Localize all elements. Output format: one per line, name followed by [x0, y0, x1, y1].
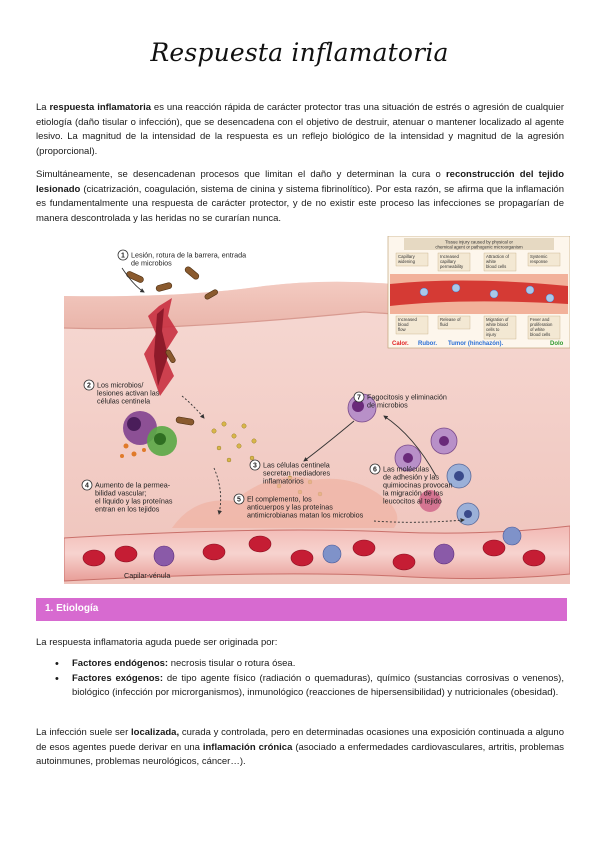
- step-number-circle: [117, 249, 129, 261]
- intro-paragraph-1: La respuesta inflamatoria es una reacció…: [36, 102, 564, 157]
- inset-label-text: response: [530, 259, 548, 264]
- step-number: 7: [357, 395, 361, 402]
- step-text: quimiocinas provocan: [383, 481, 453, 490]
- step-text: lesiones activan las: [97, 389, 160, 398]
- step-number-circle: [233, 493, 245, 505]
- step-number-circle: [249, 459, 261, 471]
- step-text: El complemento, los: [247, 495, 312, 504]
- inset-label-text: Attraction of: [486, 254, 510, 259]
- inset-label-text: blood cells: [530, 332, 550, 337]
- page-title: Respuesta inflamatoria: [150, 38, 449, 67]
- vessel-label: Capilar-vénula: [124, 571, 170, 580]
- inset-label-text: fluid: [440, 322, 448, 327]
- inset-label-text: Capillary: [398, 254, 416, 259]
- inset-label-text: cells to: [486, 327, 500, 332]
- step-number: 4: [85, 483, 89, 490]
- step-text: Fagocitosis y eliminación: [367, 393, 447, 402]
- step-text: Aumento de la permea-: [95, 481, 171, 490]
- step-text: de microbios: [367, 401, 408, 410]
- step-number-circle: [81, 479, 93, 491]
- step-number: 2: [87, 383, 91, 390]
- inset-label-text: Increased: [398, 317, 417, 322]
- inset-label-text: blood: [398, 322, 409, 327]
- inflammation-sign: Calor.: [392, 341, 409, 347]
- inset-label-box: [437, 315, 471, 330]
- step-number: 1: [121, 253, 125, 260]
- step-1: 1 Lesión, rotura de la barrera, entradade…: [117, 249, 246, 268]
- section-header-etiologia: 1. Etiología: [36, 598, 567, 621]
- inset-panel: Tissue injury caused by physical or chem…: [387, 235, 571, 349]
- inset-label-text: proliferation: [530, 322, 553, 327]
- step-number-circle: [83, 379, 95, 391]
- inset-label-box: [527, 252, 561, 267]
- step-text: Las moléculas: [383, 465, 429, 474]
- inset-label-box: [527, 315, 561, 340]
- inset-label-text: white: [486, 259, 497, 264]
- inset-label-box: [483, 252, 517, 272]
- inflammation-sign: Tumor (hinchazón).: [448, 341, 504, 347]
- inset-label-box: [483, 315, 517, 340]
- list-item: Factores exógenos: de tipo agente físico…: [36, 672, 564, 701]
- step-text: Los microbios/: [97, 381, 143, 390]
- inflammation-sign: Rubor.: [418, 341, 437, 347]
- inflammation-sign: Dolo: [550, 341, 564, 347]
- step-text: la migración de los: [383, 489, 443, 498]
- inset-label-box: [395, 252, 429, 267]
- step-text: Las células centinela: [263, 461, 330, 470]
- step-number: 6: [373, 467, 377, 474]
- inset-label-text: Release of: [440, 317, 461, 322]
- step-number-circle: [353, 391, 365, 403]
- step-text: Lesión, rotura de la barrera, entrada: [131, 251, 246, 260]
- step-number-circle: [369, 463, 381, 475]
- step-text: antimicrobianas matan los microbios: [247, 511, 364, 520]
- inset-label-text: permeability: [440, 264, 464, 269]
- inset-label-text: Increased: [440, 254, 459, 259]
- step-text: inflamatorios: [263, 477, 304, 486]
- inset-label-text: Fever and: [530, 317, 550, 322]
- etiology-list: Factores endógenos: necrosis tisular o r…: [36, 657, 564, 701]
- inset-label-text: white blood: [486, 322, 508, 327]
- step-text: de microbios: [131, 259, 172, 268]
- inset-label-text: Migration of: [486, 317, 509, 322]
- step-number: 5: [237, 497, 241, 504]
- closing-paragraph: La infección suele ser localizada, curad…: [36, 727, 564, 768]
- step-text: el líquido y las proteínas: [95, 497, 173, 506]
- inset-label-box: [395, 315, 429, 335]
- step-text: células centinela: [97, 397, 150, 406]
- inset-label-text: injury: [486, 332, 497, 337]
- step-text: entran en los tejidos: [95, 505, 160, 514]
- section-title: 1. Etiología: [45, 603, 99, 614]
- list-item: Factores endógenos: necrosis tisular o r…: [36, 657, 564, 672]
- inset-header-2: chemical agent or pathogenic microorgani…: [435, 245, 523, 250]
- step-text: anticuerpos y las proteínas: [247, 503, 333, 512]
- etiology-intro: La respuesta inflamatoria aguda puede se…: [36, 637, 278, 648]
- step-text: leucocitos al tejido: [383, 497, 442, 506]
- inset-label-text: blood cells: [486, 264, 506, 269]
- step-text: secretan mediadores: [263, 469, 331, 478]
- intro-paragraph-2: Simultáneamente, se desencadenan proceso…: [36, 169, 564, 224]
- inset-label-text: of white: [530, 327, 545, 332]
- inset-label-text: flow: [398, 327, 407, 332]
- step-number: 3: [253, 463, 257, 470]
- step-text: de adhesión y las: [383, 473, 439, 482]
- step-2: 2 Los microbios/lesiones activan lascélul…: [83, 379, 160, 406]
- inset-header-1: Tissue injury caused by physical or: [445, 240, 513, 245]
- inset-label-text: Systemic: [530, 254, 548, 259]
- step-text: bilidad vascular;: [95, 489, 147, 498]
- inset-label-box: [437, 252, 471, 272]
- inset-label-text: widening: [398, 259, 416, 264]
- inset-label-text: capillary: [440, 259, 457, 264]
